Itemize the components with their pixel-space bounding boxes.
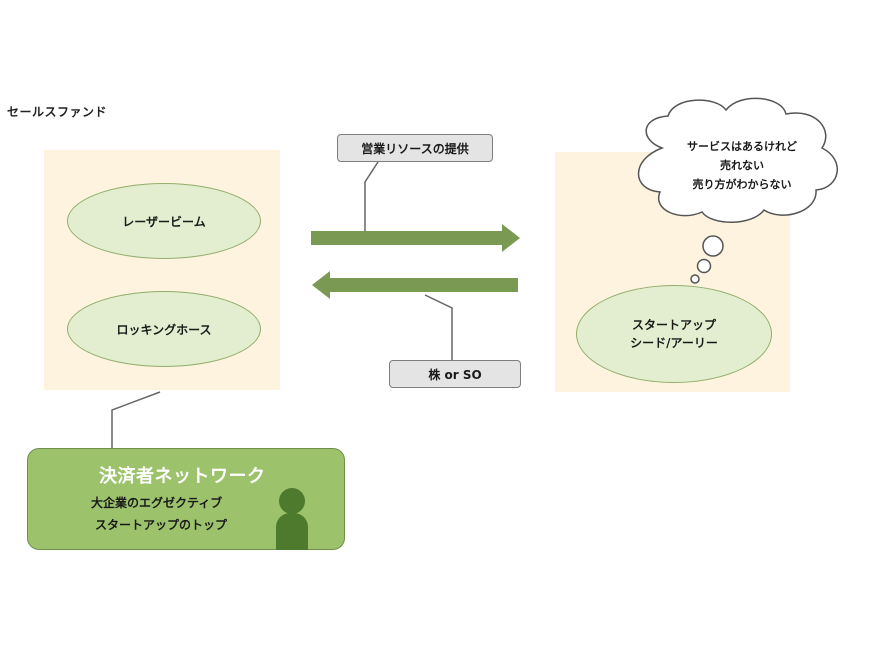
network-connector — [111, 391, 161, 448]
thought-cloud — [637, 97, 839, 223]
network-title: 決済者ネットワーク — [99, 466, 266, 487]
stock-label-connector — [424, 294, 453, 360]
right-arrow — [311, 224, 520, 252]
thought-text-line1: サービスはあるけれど — [687, 140, 797, 153]
stock-so-label: 株 or SO — [389, 360, 521, 388]
stock-so-text: 株 or SO — [428, 367, 482, 382]
startup-label: スタートアップ — [631, 318, 716, 332]
laser-beam-label: レーザービーム — [122, 214, 206, 229]
rocking-horse-label: ロッキングホース — [116, 322, 212, 337]
resource-provision-text: 営業リソースの提供 — [361, 141, 469, 156]
laser-beam-ellipse: レーザービーム — [67, 183, 261, 259]
resource-provision-label: 営業リソースの提供 — [337, 134, 493, 162]
resource-label-connector — [364, 161, 379, 232]
left-arrow — [312, 271, 518, 299]
startup-stage-label: シード/アーリー — [630, 336, 718, 350]
thought-text-line3: 売り方がわからない — [692, 178, 792, 191]
thought-bubble-medium — [696, 258, 712, 274]
thought-text-line2: 売れない — [720, 159, 764, 172]
network-line-executives: 大企業のエグゼクティブ — [91, 496, 223, 510]
thought-bubble-large — [702, 235, 724, 257]
network-line-startup-tops: スタートアップのトップ — [95, 518, 228, 532]
page-title: セールスファンド — [7, 105, 108, 119]
thought-bubble-small — [690, 274, 700, 284]
rocking-horse-ellipse: ロッキングホース — [67, 291, 261, 367]
startup-ellipse: スタートアップ シード/アーリー — [576, 285, 772, 383]
